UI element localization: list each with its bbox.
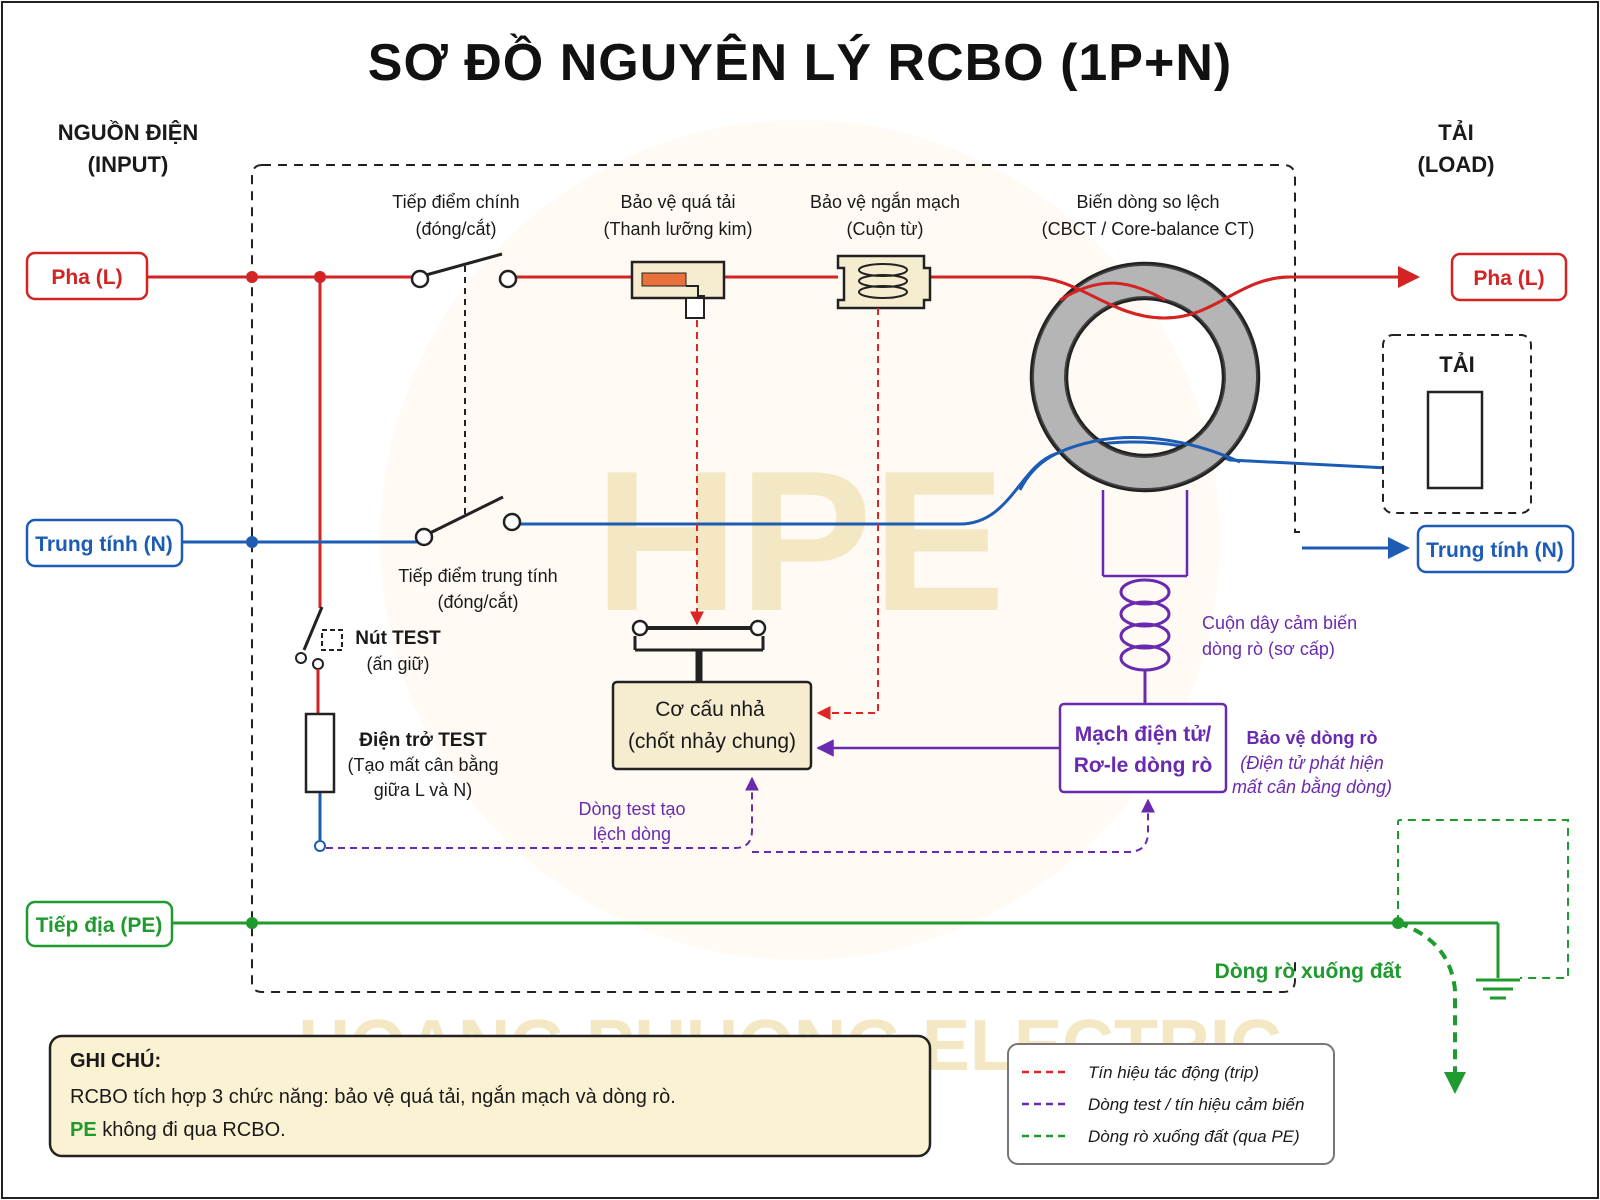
load-box-label: TẢI: [1439, 352, 1474, 377]
test-button-label: Nút TEST: [355, 628, 441, 649]
earth-leak-arrow: [1397, 921, 1457, 1075]
neutral-contact-label: Tiếp điểm trung tính: [398, 566, 557, 586]
svg-text:Dòng test / tín hiệu cảm biến: Dòng test / tín hiệu cảm biến: [1088, 1095, 1304, 1114]
test-button-icon: [295, 606, 343, 714]
main-contact-switch: [410, 252, 518, 289]
svg-text:Trung tính (N): Trung tính (N): [1426, 539, 1564, 562]
terminal-neutral-in: Trung tính (N): [25, 518, 184, 568]
test-current-to-relay: [752, 798, 1155, 853]
trip-latch-icon: [631, 619, 767, 682]
trip-signal-short-circuit: [816, 308, 879, 720]
trip-mechanism-block: Cơ cấu nhả (chốt nhảy chung): [611, 680, 813, 771]
relay-block: Mạch điện tử/ Rơ-le dòng rò: [1058, 702, 1228, 794]
bimetal-overload-icon: [630, 260, 726, 319]
main-contact-sublabel: (đóng/cắt): [415, 218, 496, 239]
svg-text:Mạch điện tử/: Mạch điện tử/: [1075, 723, 1212, 746]
terminal-phase-out: Pha (L): [1450, 252, 1568, 302]
legend-box: Tín hiệu tác động (trip) Dòng test / tín…: [1007, 1043, 1335, 1165]
leakage-protection-sublabel-2: mất cân bằng dòng): [1232, 777, 1392, 797]
earth-leak-label: Dòng rò xuống đất: [1215, 960, 1402, 983]
test-current-label: Dòng test tạo: [578, 799, 685, 819]
notes-line-2: PE không đi qua RCBO.: [70, 1119, 286, 1141]
test-resistor-sublabel-2: giữa L và N): [374, 780, 472, 800]
overload-sublabel: (Thanh lưỡng kim): [604, 219, 753, 239]
magnetic-coil-icon: [836, 254, 932, 310]
svg-text:(chốt nhảy chung): (chốt nhảy chung): [628, 730, 796, 753]
terminal-neutral-out: Trung tính (N): [1416, 524, 1575, 574]
neutral-contact-switch: [414, 495, 522, 547]
svg-text:Cơ cấu nhả: Cơ cấu nhả: [655, 698, 765, 721]
neutral-contact-sublabel: (đóng/cắt): [437, 591, 518, 612]
load-block: [1382, 334, 1532, 514]
test-resistor-sublabel-1: (Tạo mất cân bằng: [347, 754, 498, 775]
leakage-protection-sublabel-1: (Điện tử phát hiện: [1240, 753, 1384, 773]
load-heading: TẢI: [1438, 120, 1473, 145]
test-resistor-label: Điện trở TEST: [359, 730, 487, 751]
notes-heading: GHI CHÚ:: [70, 1048, 161, 1072]
short-circuit-label: Bảo vệ ngắn mạch: [810, 191, 960, 212]
test-button-sublabel: (ấn giữ): [366, 654, 429, 674]
svg-text:Tín hiệu tác động (trip): Tín hiệu tác động (trip): [1088, 1063, 1259, 1082]
notes-box: GHI CHÚ: RCBO tích hợp 3 chức năng: bảo …: [48, 1034, 932, 1158]
load-subheading: (LOAD): [1418, 152, 1495, 177]
input-heading: NGUỒN ĐIỆN: [58, 120, 199, 145]
page-title: SƠ ĐỒ NGUYÊN LÝ RCBO (1P+N): [368, 33, 1232, 92]
sensor-coil-label: Cuộn dây cảm biến: [1202, 613, 1357, 633]
sensor-coil-sublabel: dòng rò (sơ cấp): [1202, 639, 1335, 659]
notes-line-2-rest: không đi qua RCBO.: [97, 1119, 286, 1141]
sensor-coil-icon: [1101, 490, 1189, 704]
test-current-path: [326, 776, 759, 849]
earth-leak-loop: [1397, 819, 1569, 979]
rcbo-enclosure: [251, 164, 1300, 993]
overload-label: Bảo vệ quá tải: [620, 192, 735, 212]
test-resistor-icon: [304, 712, 336, 794]
terminal-phase-in: Pha (L): [25, 251, 149, 301]
main-contact-label: Tiếp điểm chính: [392, 192, 519, 212]
svg-text:Dòng rò xuống đất (qua PE): Dòng rò xuống đất (qua PE): [1088, 1127, 1300, 1146]
cbct-ring-icon: [1029, 261, 1261, 493]
leakage-protection-label: Bảo vệ dòng rò: [1246, 728, 1377, 748]
short-circuit-sublabel: (Cuộn từ): [846, 219, 923, 239]
phase-crossing: [1059, 281, 1166, 302]
terminal-earth-in: Tiếp địa (PE): [25, 900, 174, 948]
svg-text:Pha (L): Pha (L): [1473, 267, 1544, 290]
neutral-through-ring: [1018, 435, 1241, 491]
notes-line-1: RCBO tích hợp 3 chức năng: bảo vệ quá tả…: [70, 1085, 676, 1108]
legend-item-test: Dòng test / tín hiệu cảm biến: [1022, 1095, 1304, 1114]
svg-text:Rơ-le dòng rò: Rơ-le dòng rò: [1074, 754, 1213, 777]
svg-text:Pha (L): Pha (L): [51, 266, 122, 289]
earth-ground-icon: [1476, 978, 1520, 1000]
input-subheading: (INPUT): [88, 152, 169, 177]
legend-item-earth: Dòng rò xuống đất (qua PE): [1022, 1127, 1300, 1146]
legend-item-trip: Tín hiệu tác động (trip): [1022, 1063, 1259, 1082]
watermark-logo: HPE: [594, 430, 1005, 653]
svg-text:Trung tính (N): Trung tính (N): [35, 533, 173, 556]
cbct-sublabel: (CBCT / Core-balance CT): [1042, 219, 1255, 239]
test-current-sublabel: lệch dòng: [593, 824, 671, 844]
notes-pe-highlight: PE: [70, 1119, 97, 1141]
cbct-label: Biến dòng so lệch: [1076, 192, 1219, 212]
phase-through-ring: [1029, 275, 1291, 320]
svg-text:Tiếp địa (PE): Tiếp địa (PE): [36, 914, 163, 937]
